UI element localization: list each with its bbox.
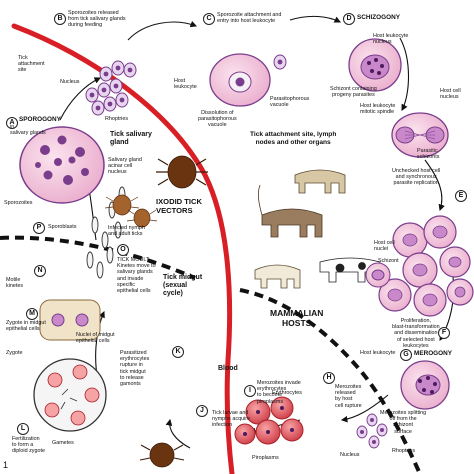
label-ixodid-tick-vectors: IXODID TICK VECTORS [156,197,202,215]
mammal-sheep [254,264,301,289]
stage-badge-g: G [400,349,412,361]
label-nucleus-h: Nucleus [340,452,360,458]
label-piroplasms: Piroplasms [252,455,279,461]
label-host-leukocyte-nucleus: Host leukocyte nucleus [373,33,409,46]
label-blood: Blood [218,365,238,372]
motile-kinetes [86,186,126,279]
proliferating-leukocyte-cluster [378,215,474,317]
stage-badge-i: I [244,385,256,397]
dashed-boundary-left [0,235,196,280]
stage-p-text: Sporoblasts [48,224,77,230]
stage-g-title: MEROGONY [414,350,452,357]
stage-badge-m: M [26,308,38,320]
label-tick-attachment-site: Tick attachment site [18,55,45,74]
label-mammalian-hosts: MAMMALIAN HOSTS [270,308,324,328]
stage-badge-c: C [203,13,215,25]
stage-badge-h: H [323,372,335,384]
label-host-cell-nuclei: Host cell nuclei [374,240,395,253]
stage-badge-d: D [343,13,355,25]
midgut-epithelium-m [39,299,101,341]
stage-f-text: Proliferation, blast-transformation and … [392,318,440,349]
stage-badge-b: B [54,13,66,25]
stage-a-title: SPOROGONY [19,116,61,123]
label-mitotic-spindle: Host leukocyte mitotic spindle [360,103,396,116]
label-nucleus-a: Nucleus [60,79,80,85]
label-schizont-f: Schizont [378,258,399,264]
label-infected-ticks: Infected nymph and adult ticks [108,225,145,238]
figure-number: 1 [3,460,9,470]
schizont-cell-d [348,38,402,92]
stage-o-text: TICK MOULT Kinetes move to salivary glan… [117,257,156,295]
stage-badge-f: F [438,327,450,339]
stage-j-text: Tick larvae and nymphs acquire infection [212,410,251,429]
stage-l-text: Fertilization to form a diploid zygote [12,436,45,455]
host-leukocyte-c [209,53,287,107]
stage-e-text: Unchecked host cell and synchronous para… [392,168,441,187]
label-salivary-acinar: Salivary gland acinar cell nucleus [108,157,142,176]
stage-badge-k: K [172,346,184,358]
tick-adult [156,155,208,189]
label-schizont-progeny: Schizont containing progeny parasites [330,86,377,99]
label-tick-midgut: Tick midgut (sexual cycle) [163,274,203,297]
stage-n-text: Motile kinetes [6,277,24,290]
label-zygote: Zygote [6,350,23,356]
tick-larva-j [139,442,185,468]
label-gametes: Gametes [52,440,74,446]
tick-nymph-2 [126,208,158,228]
dashed-boundary-right [239,288,422,474]
stage-a-sub: in salivary glands [10,124,46,137]
label-attachment-lymph: Tick attachment site, lymph nodes and ot… [250,131,337,146]
label-erythrocytes: Erythrocytes [272,390,302,396]
stage-badge-l: L [17,423,29,435]
schizont-cell-f [365,262,391,288]
stage-h-text: Merozoites released by host cell rupture [335,384,362,409]
stage-badge-p: P [33,222,45,234]
merogony-cell-g [400,360,450,410]
stage-i-text: Merozoites invade erythrocytes to become… [257,380,301,405]
stage-c-text: Sporozoite attachment and entry into hos… [217,12,282,25]
tick-nymph-1 [104,194,140,216]
label-merozoites-splitting: Merozoites splitting off from the schizo… [380,410,427,435]
stage-m-text: Zygote in midgut epithelial cells [6,320,46,333]
label-sporozoites: Sporozoites [4,200,33,206]
label-nuclei-midgut: Nuclei of midgut epithelial cells [76,332,115,345]
stage-badge-n: N [34,265,46,277]
label-rhoptries-a: Rhoptries [105,116,129,122]
mammal-goat [294,169,346,194]
mammal-antelope [258,184,323,238]
label-dissolution: Dissolution of parasitophorous vacuole [198,110,237,129]
salivary-gland-cell-a [19,126,105,204]
stage-b-text: Sporozoites released from tick salivary … [68,10,126,29]
mammal-cow [319,257,381,283]
label-parasitophorous-vacuole: Parasitophorous vacuole [270,96,310,109]
stage-badge-a: A [6,117,18,129]
label-host-leukocyte-c: Host leukocyte [174,78,197,91]
dividing-cell-mitosis [391,112,449,158]
midgut-cell-k [33,358,107,432]
label-host-leukocyte-g: Host leukocyte [360,350,396,356]
stage-badge-e: E [455,190,467,202]
stage-d-title: SCHIZOGONY [357,14,400,21]
label-tick-salivary-gland: Tick salivary gland [110,131,152,146]
stage-badge-o: O [117,244,129,256]
stage-badge-j: J [196,405,208,417]
label-parasitic-schizonts: Parasitic schizonts [417,148,440,161]
label-host-cell-nucleus: Host cell nucleus [440,88,461,101]
label-rhoptries-h: Rhoptries [392,448,416,454]
sporozoite-chain-b [85,60,137,116]
stage-k-text: Parasitized erythrocytes rupture in tick… [120,350,150,388]
